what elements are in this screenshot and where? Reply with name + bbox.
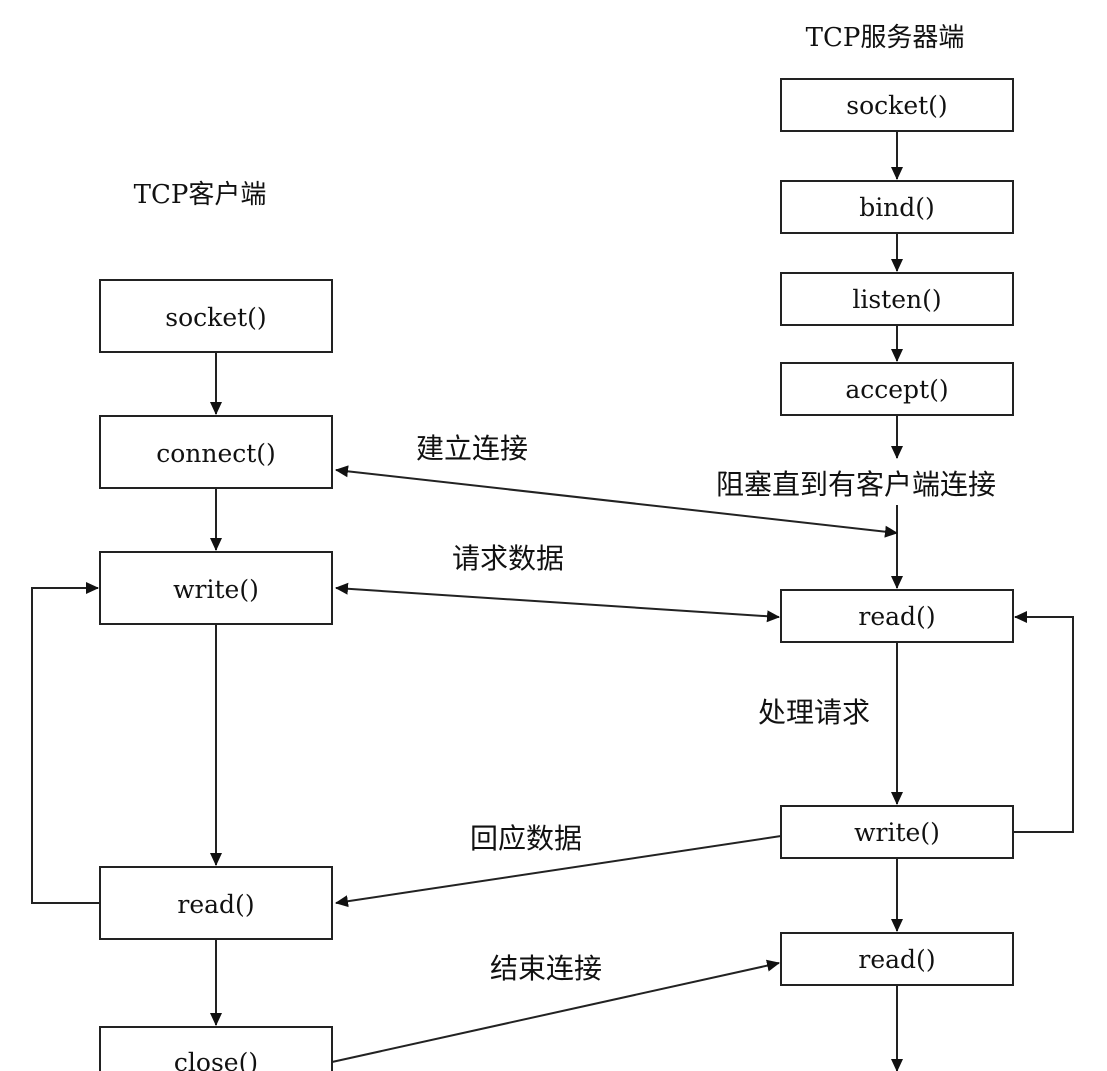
- client-read-box: read(): [99, 866, 333, 940]
- client-write-label: write(): [173, 575, 259, 604]
- server-read-label: read(): [858, 602, 935, 631]
- server-read-box: read(): [780, 589, 1014, 643]
- client-socket-box: socket(): [99, 279, 333, 353]
- server-accept-box: accept(): [780, 362, 1014, 416]
- server-accept-label: accept(): [845, 375, 948, 404]
- server-write-label: write(): [854, 818, 940, 847]
- server-bind-label: bind(): [859, 193, 935, 222]
- server-write-box: write(): [780, 805, 1014, 859]
- server-read2-box: read(): [780, 932, 1014, 986]
- server-read2-label: read(): [858, 945, 935, 974]
- client-connect-box: connect(): [99, 415, 333, 489]
- client-close-box: close(): [99, 1026, 333, 1071]
- server-heading: TCP服务器端: [806, 23, 965, 53]
- arrow-establish-connection: [335, 465, 898, 538]
- client-write-box: write(): [99, 551, 333, 625]
- client-read-label: read(): [177, 890, 254, 919]
- label-reply-data: 回应数据: [470, 822, 582, 855]
- client-connect-label: connect(): [156, 439, 276, 468]
- loop-arrow-server-write-read: [1013, 611, 1074, 833]
- server-bind-box: bind(): [780, 180, 1014, 234]
- label-process-request: 处理请求: [758, 696, 870, 729]
- label-blocking-note: 阻塞直到有客户端连接: [716, 468, 996, 501]
- client-close-label: close(): [174, 1048, 258, 1071]
- server-socket-box: socket(): [780, 78, 1014, 132]
- arrow-request-data: [335, 582, 780, 623]
- arrow-finish-connection: [331, 959, 780, 1063]
- loop-arrow-client-read-write: [31, 582, 100, 904]
- server-listen-label: listen(): [852, 285, 941, 314]
- label-establish-connection: 建立连接: [416, 432, 528, 465]
- client-socket-label: socket(): [165, 303, 266, 332]
- label-finish-connection: 结束连接: [490, 952, 602, 985]
- label-request-data: 请求数据: [452, 542, 564, 575]
- client-heading: TCP客户端: [134, 180, 267, 210]
- arrow-reply-data: [335, 835, 782, 908]
- server-socket-label: socket(): [846, 91, 947, 120]
- server-listen-box: listen(): [780, 272, 1014, 326]
